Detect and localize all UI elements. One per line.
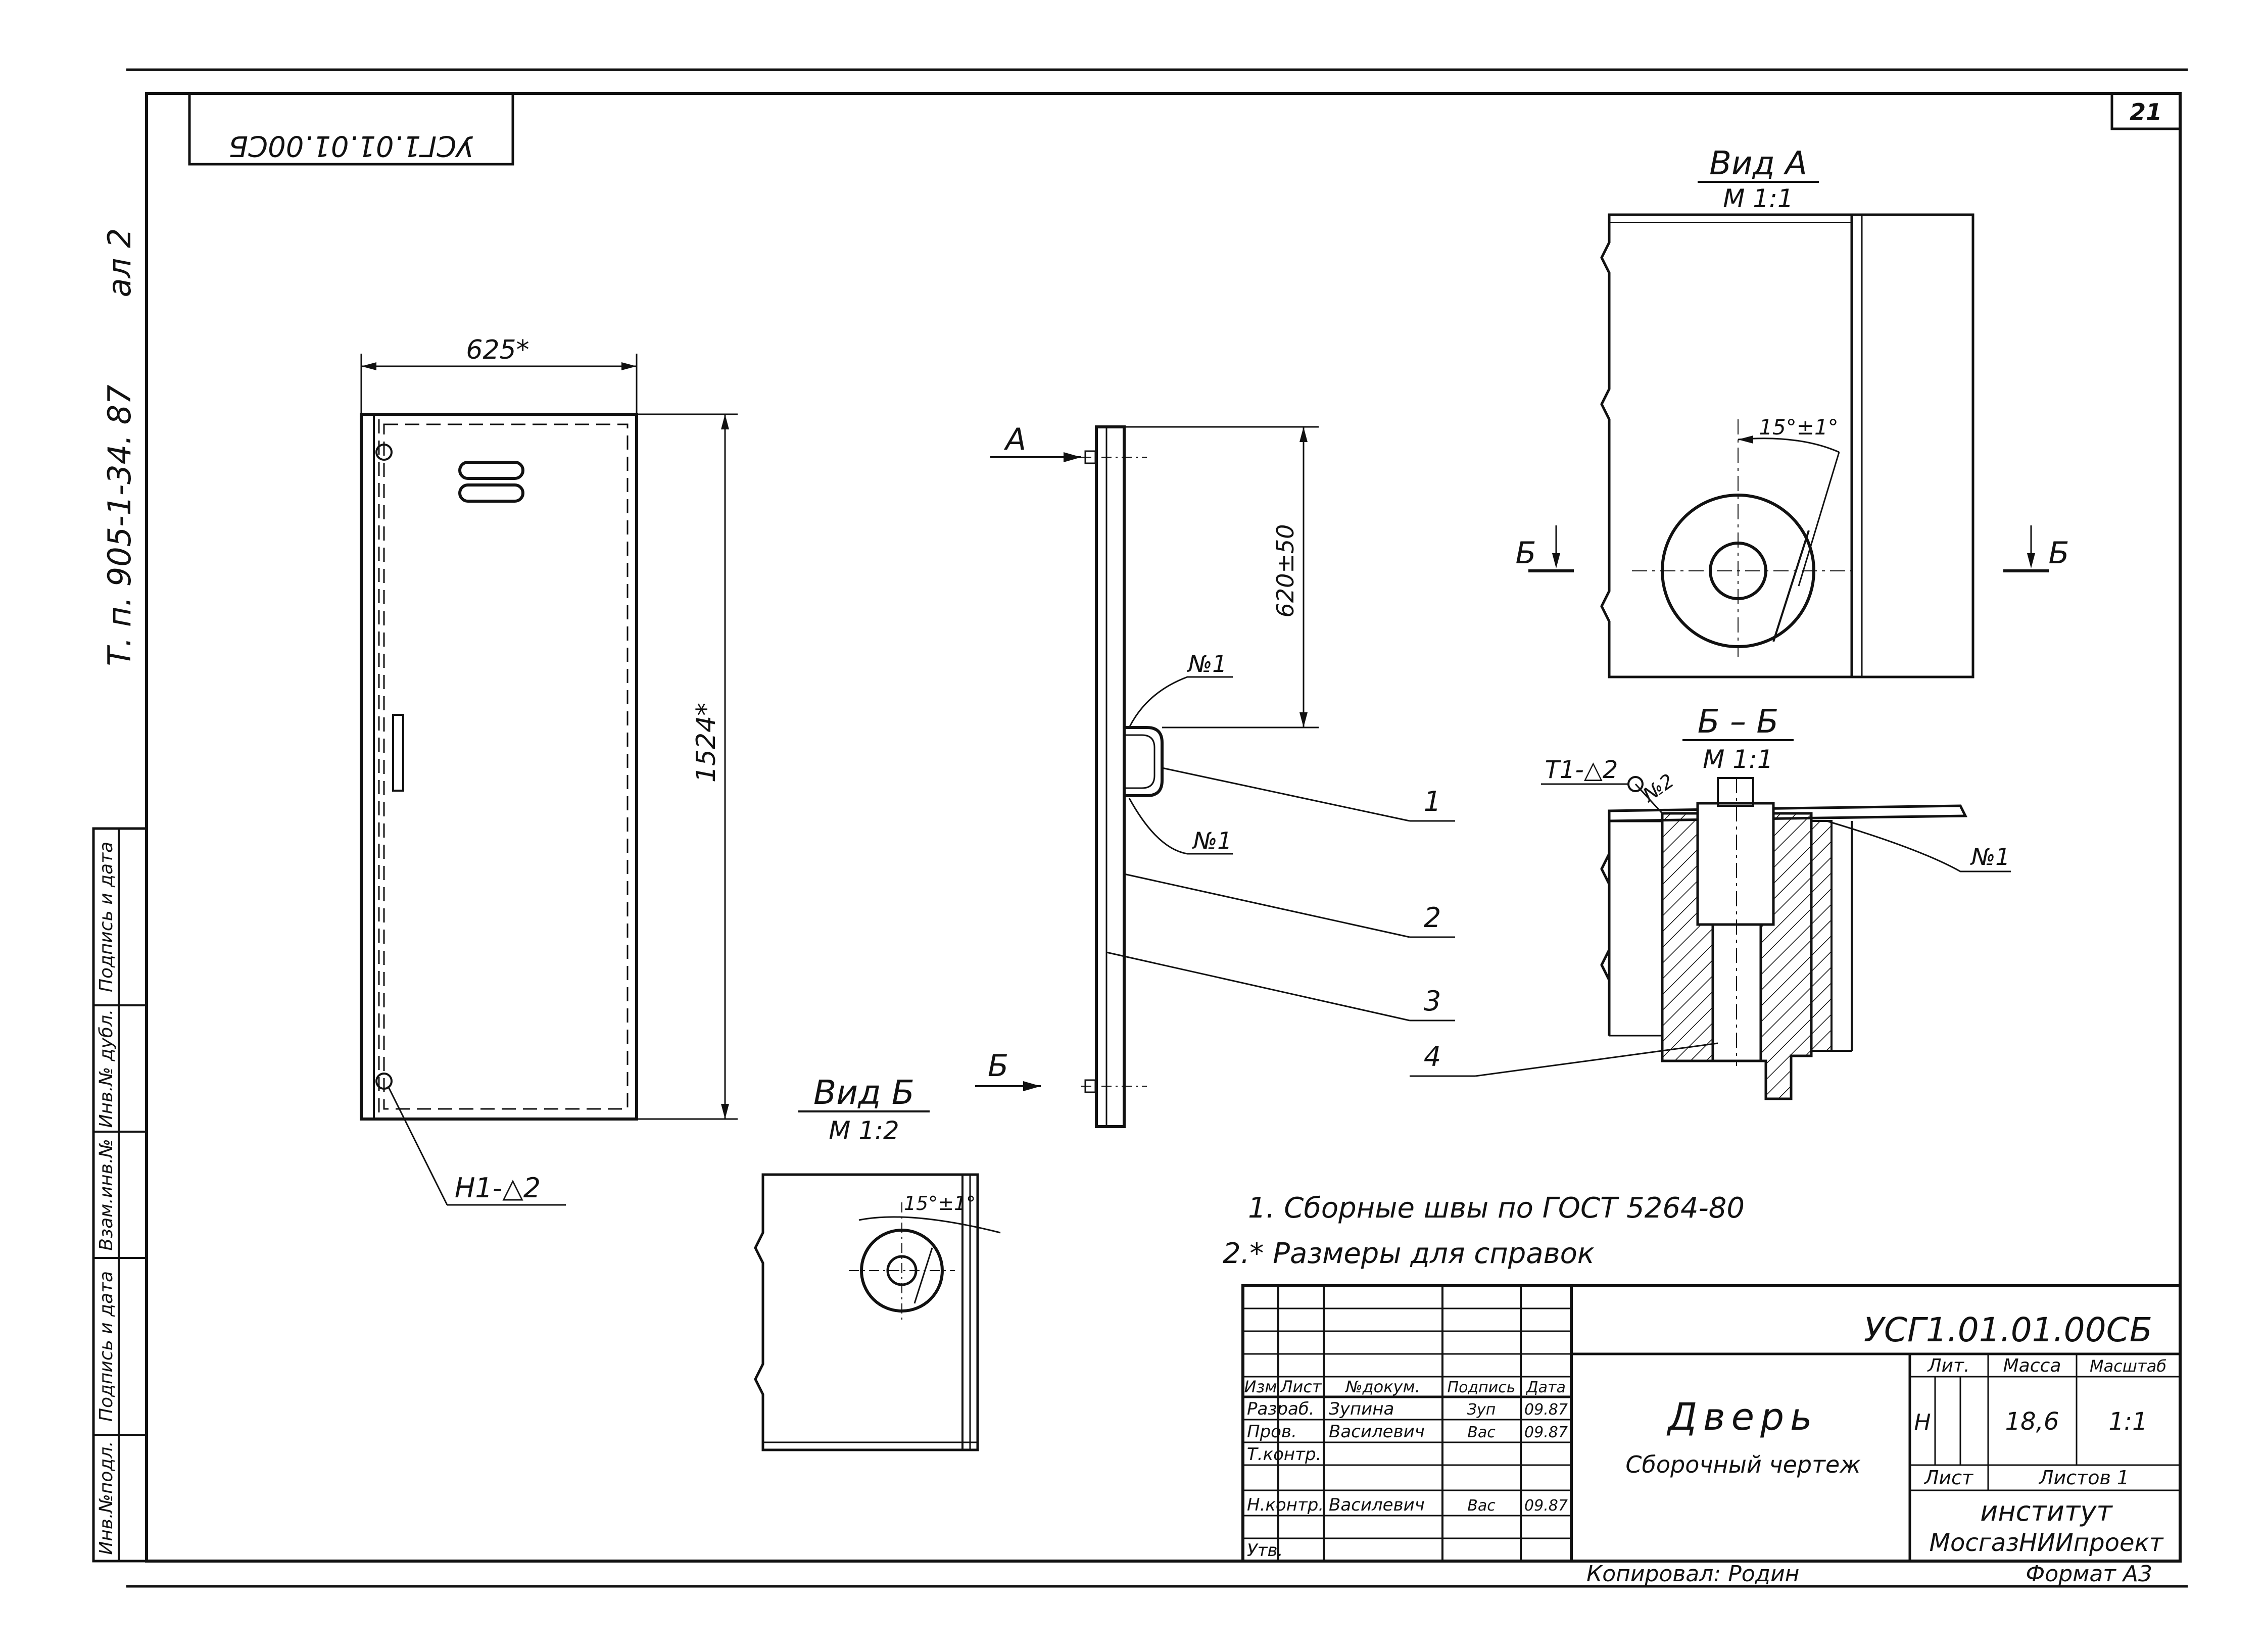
date-developer: 09.87: [1524, 1401, 1568, 1419]
col-list: Лист: [1280, 1377, 1322, 1396]
sheet-label: Лист: [1923, 1467, 1974, 1489]
vent-slot-icon: [458, 483, 524, 503]
weld-callout-h1: Н1-△2: [455, 1172, 541, 1204]
section-b-b: Б – Б М 1:1 Т1-△2 №2 №1 4: [1410, 703, 2011, 1100]
role-norm-control: Н.контр.: [1247, 1495, 1324, 1515]
width-dimension: 625*: [466, 335, 529, 365]
sign-norm-control: Вас: [1467, 1497, 1496, 1515]
weld-callout-t1: Т1-△2: [1545, 756, 1618, 784]
view-b-scale: М 1:2: [829, 1116, 899, 1145]
view-a: Вид А М 1:1 15°±1° Б Б: [1515, 145, 2069, 678]
sign-developer: Зуп: [1467, 1401, 1496, 1419]
note-1: 1. Сборные швы по ГОСТ 5264-80: [1248, 1192, 1745, 1225]
notes: 1. Сборные швы по ГОСТ 5264-80 2.* Разме…: [1223, 1192, 1745, 1270]
role-developer: Разраб.: [1247, 1399, 1315, 1419]
strip-field-5: Инв.№подл.: [96, 1441, 117, 1554]
strip-field-3: Взам.инв.№: [96, 1139, 117, 1251]
view-b-angle: 15°±1°: [904, 1192, 976, 1214]
vent-slot-icon: [458, 461, 524, 480]
lit-value: Н: [1914, 1410, 1931, 1435]
doc-type: Сборочный чертеж: [1625, 1451, 1861, 1478]
section-title: Б – Б: [1698, 703, 1779, 741]
sheets-label: Листов 1: [2038, 1467, 2129, 1489]
scale-label: Масштаб: [2090, 1356, 2166, 1376]
strip-field-2: Инв.№ дубл.: [96, 1009, 117, 1128]
view-a-title: Вид А: [1709, 145, 1807, 182]
cut-mark-left: Б: [1515, 536, 1536, 571]
role-approved: Утв.: [1247, 1540, 1283, 1561]
scale-value: 1:1: [2108, 1407, 2147, 1436]
view-b-title: Вид Б: [813, 1073, 914, 1112]
col-date: Дата: [1525, 1379, 1566, 1396]
cut-mark-right: Б: [2048, 536, 2069, 571]
weld-no1-top: №1: [1186, 650, 1227, 677]
col-izm: Изм: [1244, 1377, 1277, 1396]
sheet-format: Формат А3: [2026, 1561, 2152, 1587]
name-checker: Василевич: [1329, 1422, 1425, 1442]
name-norm-control: Василевич: [1329, 1495, 1425, 1515]
title-block-code: УСГ1.01.01.00СБ: [1864, 1310, 2152, 1349]
org-line-2: МосгазНИИпроект: [1930, 1529, 2164, 1557]
note-2: 2.* Размеры для справок: [1223, 1237, 1595, 1270]
mass-label: Масса: [2003, 1355, 2061, 1376]
copied-by: Копировал: Родин: [1586, 1561, 1799, 1587]
title-block: Изм Лист №докум. Подпись Дата Разраб. Зу…: [1241, 1284, 2182, 1563]
front-view: 625* 1524* Н1-△2: [360, 335, 738, 1206]
album-label: ал 2: [101, 228, 138, 298]
weld-no2: №2: [1638, 769, 1678, 807]
col-doc: №докум.: [1344, 1377, 1420, 1396]
org-line-1: институт: [1980, 1495, 2113, 1527]
corner-code: УСГ1.01.01.00СБ: [229, 129, 474, 162]
part-name: Дверь: [1666, 1395, 1818, 1439]
view-a-angle: 15°±1°: [1759, 415, 1838, 440]
lit-label: Лит.: [1927, 1355, 1970, 1376]
date-norm-control: 09.87: [1524, 1497, 1568, 1515]
sheet-frame: 21 УСГ1.01.01.00СБ Т. п. 905-1-34. 87 ал…: [101, 68, 2188, 1588]
section-scale: М 1:1: [1703, 745, 1773, 774]
handle-icon: [392, 714, 404, 792]
side-reference: Т. п. 905-1-34. 87: [101, 385, 138, 666]
sheet-number: 21: [2130, 99, 2162, 126]
weld-no1-section: №1: [1969, 843, 2010, 870]
date-checker: 09.87: [1524, 1424, 1568, 1441]
height-dimension: 1524*: [691, 703, 721, 783]
footer: Копировал: Родин Формат А3: [1586, 1561, 2152, 1587]
mass-value: 18,6: [2005, 1407, 2059, 1436]
strip-field-1: Подпись и дата: [96, 842, 117, 992]
bottom-hinge-icon: [375, 1073, 393, 1090]
sign-checker: Вас: [1467, 1424, 1496, 1441]
weld-no1-bottom: №1: [1191, 827, 1232, 854]
dimension-620: 620±50: [1272, 524, 1299, 618]
left-approval-strip: Подпись и дата Инв.№ дубл. Взам.инв.№ По…: [92, 827, 148, 1563]
role-checker: Пров.: [1247, 1422, 1297, 1442]
arrow-a-label: А: [1003, 422, 1026, 457]
side-view: А Б 620±50 №1 №1 1 2 3: [975, 422, 1455, 1128]
col-sign: Подпись: [1448, 1379, 1516, 1396]
top-hinge-icon: [375, 444, 393, 461]
arrow-b-label: Б: [988, 1048, 1008, 1084]
view-a-scale: М 1:1: [1723, 184, 1794, 213]
position-2: 2: [1424, 902, 1441, 934]
name-developer: Зупина: [1329, 1399, 1394, 1419]
position-3: 3: [1424, 985, 1441, 1017]
view-b: Вид Б М 1:2 15°±1°: [754, 1073, 1001, 1451]
position-4: 4: [1424, 1041, 1441, 1073]
position-1: 1: [1424, 786, 1441, 817]
strip-field-4: Подпись и дата: [96, 1271, 117, 1422]
role-tech-control: Т.контр.: [1247, 1444, 1321, 1465]
